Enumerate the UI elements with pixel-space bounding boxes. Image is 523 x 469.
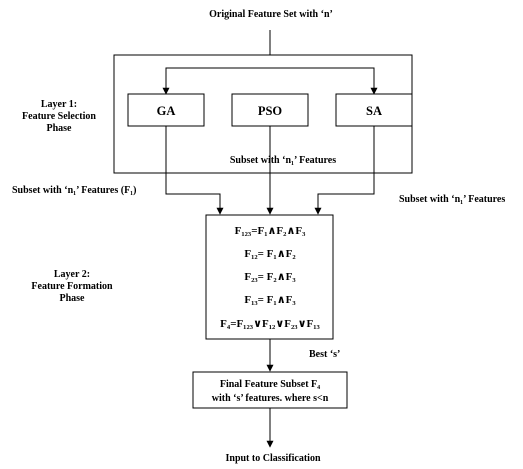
layer2-box — [205, 214, 334, 340]
layer1-line2: Feature Selection — [22, 111, 96, 122]
layer2-title: Layer 2: — [54, 269, 90, 280]
subset-left-label: Subset with ‘n₁’ Features (F₁) — [12, 185, 137, 196]
final-box-line1: Final Feature Subset F₄ — [220, 379, 320, 390]
layer2-line2: Feature Formation — [31, 281, 113, 292]
equation-4: F₁₃= F₁∧F₃ — [244, 294, 296, 306]
layer1-title: Layer 1: — [41, 99, 77, 110]
subset-center-label: Subset with ‘n₁’ Features — [230, 155, 336, 166]
layer1-line3: Phase — [47, 123, 73, 134]
layer2-line3: Phase — [60, 293, 86, 304]
pso-box — [231, 93, 309, 127]
equation-1: F₁₂₃=F₁∧F₂∧F₃ — [235, 225, 306, 237]
ga-to-layer2-line — [165, 126, 224, 215]
pso-label: PSO — [258, 104, 283, 118]
top-label: Original Feature Set with ‘n’ — [209, 9, 333, 20]
sa-label: SA — [366, 104, 382, 118]
equation-5: F₄=F₁₂₃∨F₁₂∨F₂₃∨F₁₃ — [220, 318, 320, 330]
subset-right-label: Subset with ‘n₁’ Features — [399, 194, 505, 205]
equation-3: F₂₃= F₂∧F₃ — [244, 271, 296, 283]
final-box — [192, 371, 348, 409]
sa-box — [335, 93, 413, 127]
bottom-label: Input to Classification — [225, 453, 320, 464]
ga-label: GA — [157, 104, 176, 118]
final-box-line2: with ‘s’ features. where s<n — [212, 393, 329, 404]
equation-2: F₁₂= F₁∧F₂ — [244, 248, 296, 260]
best-label: Best ‘s’ — [309, 349, 340, 360]
sa-to-layer2-line — [314, 126, 375, 215]
